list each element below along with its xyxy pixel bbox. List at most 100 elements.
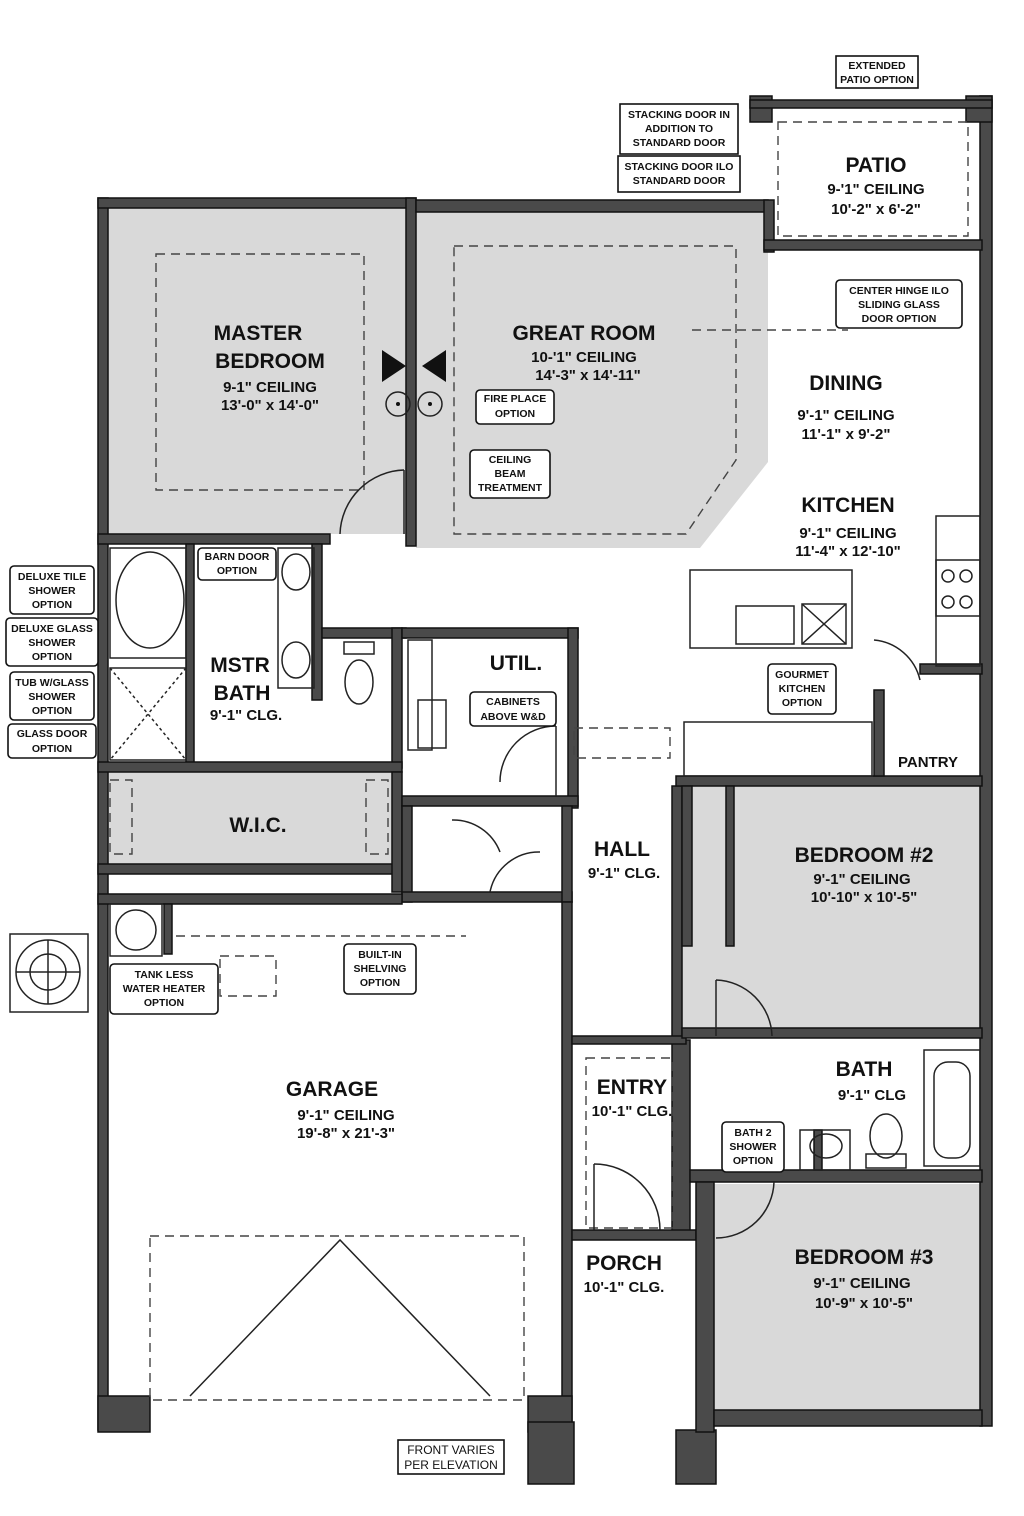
option-glass-door[interactable]: GLASS DOOR OPTION — [7, 723, 97, 759]
great-room-ceiling: 10-'1" CEILING — [531, 349, 637, 366]
svg-text:DELUXE TILE: DELUXE TILE — [18, 571, 86, 583]
svg-text:SHOWER: SHOWER — [28, 585, 76, 597]
svg-text:SHOWER: SHOWER — [28, 691, 76, 703]
hall-name: HALL — [594, 838, 650, 861]
svg-text:BUILT-IN: BUILT-IN — [358, 949, 402, 961]
great-room-name: GREAT ROOM — [512, 322, 655, 345]
svg-text:GOURMET: GOURMET — [775, 669, 829, 681]
option-tankless[interactable]: TANK LESS WATER HEATER OPTION — [109, 963, 219, 1015]
master-bedroom-ceiling: 9-1" CEILING — [223, 379, 317, 396]
svg-text:TUB W/GLASS: TUB W/GLASS — [15, 677, 89, 689]
option-deluxe-glass[interactable]: DELUXE GLASS SHOWER OPTION — [5, 617, 99, 667]
entry-ceiling: 10'-1" CLG. — [592, 1103, 673, 1120]
svg-text:OPTION: OPTION — [32, 651, 72, 663]
svg-text:PER ELEVATION: PER ELEVATION — [404, 1458, 498, 1472]
svg-text:WATER HEATER: WATER HEATER — [123, 983, 206, 995]
garage-ceiling: 9'-1" CEILING — [297, 1107, 394, 1124]
svg-text:SHOWER: SHOWER — [729, 1141, 777, 1153]
svg-text:ADDITION TO: ADDITION TO — [645, 123, 713, 135]
svg-text:STACKING DOOR ILO: STACKING DOOR ILO — [625, 161, 734, 173]
master-shower — [109, 667, 187, 761]
svg-text:KITCHEN: KITCHEN — [779, 683, 826, 695]
patio-size: 10'-2" x 6'-2" — [831, 201, 921, 218]
svg-text:CENTER HINGE ILO: CENTER HINGE ILO — [849, 285, 949, 297]
svg-text:GLASS DOOR: GLASS DOOR — [17, 728, 88, 740]
master-tub — [109, 547, 187, 659]
kitchen-counter-bottom — [683, 721, 873, 777]
bath-ceiling: 9'-1" CLG — [838, 1087, 906, 1104]
dashed-ceiling-lines — [109, 121, 969, 1401]
bedroom3-ceiling: 9'-1" CEILING — [813, 1275, 910, 1292]
bedroom2-size: 10'-10" x 10'-5" — [811, 889, 917, 906]
svg-text:OPTION: OPTION — [733, 1155, 773, 1167]
option-gourmet-kitchen[interactable]: GOURMET KITCHEN OPTION — [767, 663, 837, 715]
bedroom3-name: BEDROOM #3 — [795, 1246, 934, 1269]
mstr-bath-name-2: BATH — [214, 682, 271, 705]
bedroom3-size: 10'-9" x 10'-5" — [815, 1295, 913, 1312]
shaded-room-fills — [108, 108, 982, 1410]
option-fire-place[interactable]: FIRE PLACE OPTION — [475, 389, 555, 425]
option-bath2-shower[interactable]: BATH 2 SHOWER OPTION — [721, 1121, 785, 1173]
kitchen-name: KITCHEN — [801, 494, 894, 517]
water-heater — [109, 903, 163, 957]
bath-toilet — [869, 1113, 903, 1159]
svg-text:OPTION: OPTION — [495, 408, 535, 420]
dining-size: 11'-1" x 9'-2" — [802, 426, 891, 443]
kitchen-island — [689, 569, 853, 649]
walls — [97, 95, 993, 1485]
front-varies-note: FRONT VARIES PER ELEVATION — [397, 1439, 505, 1475]
master-bedroom-size: 13'-0" x 14'-0" — [221, 397, 319, 414]
patio-ceiling: 9-'1" CEILING — [827, 181, 924, 198]
svg-text:TREATMENT: TREATMENT — [478, 482, 543, 494]
cooktop — [935, 559, 981, 617]
option-center-hinge[interactable]: CENTER HINGE ILO SLIDING GLASS DOOR OPTI… — [835, 279, 963, 329]
svg-text:EXTENDED: EXTENDED — [848, 60, 906, 72]
option-stacking-in-addition[interactable]: STACKING DOOR IN ADDITION TO STANDARD DO… — [619, 103, 739, 155]
svg-text:SHOWER: SHOWER — [28, 637, 76, 649]
svg-text:OPTION: OPTION — [144, 997, 184, 1009]
svg-text:FRONT VARIES: FRONT VARIES — [407, 1443, 495, 1457]
great-room-size: 14'-3" x 14'-11" — [535, 367, 641, 384]
patio-floor — [770, 108, 982, 250]
svg-text:BATH 2: BATH 2 — [734, 1127, 771, 1139]
master-vanity — [277, 547, 315, 689]
option-extended-patio[interactable]: EXTENDED PATIO OPTION — [835, 55, 919, 89]
svg-text:OPTION: OPTION — [217, 565, 257, 577]
bedroom2-name: BEDROOM #2 — [795, 844, 934, 867]
garage-name: GARAGE — [286, 1078, 378, 1101]
room-labels: MASTER BEDROOM 9-1" CEILING 13'-0" x 14'… — [210, 154, 958, 1312]
master-bedroom-name-2: BEDROOM — [215, 350, 325, 373]
option-built-in[interactable]: BUILT-IN SHELVING OPTION — [343, 943, 417, 995]
svg-text:SHELVING: SHELVING — [354, 963, 407, 975]
svg-text:STANDARD DOOR: STANDARD DOOR — [633, 175, 726, 187]
washer-dryer — [407, 639, 433, 751]
hall-ceiling: 9'-1" CLG. — [588, 865, 660, 882]
kitchen-ceiling: 9'-1" CEILING — [799, 525, 896, 542]
bath-name: BATH — [836, 1058, 893, 1081]
kitchen-counter-right — [935, 515, 981, 667]
option-barn-door[interactable]: BARN DOOR OPTION — [197, 547, 277, 581]
svg-text:BEAM: BEAM — [495, 468, 526, 480]
util-name: UTIL. — [490, 652, 543, 675]
master-bedroom-fill — [108, 204, 408, 534]
option-stacking-ilo[interactable]: STACKING DOOR ILO STANDARD DOOR — [617, 155, 741, 193]
kitchen-size: 11'-4" x 12'-10" — [795, 543, 901, 560]
svg-text:CEILING: CEILING — [489, 454, 532, 466]
svg-text:OPTION: OPTION — [32, 743, 72, 755]
wic-name: W.I.C. — [229, 814, 286, 837]
svg-text:ABOVE W&D: ABOVE W&D — [480, 711, 546, 723]
option-deluxe-tile[interactable]: DELUXE TILE SHOWER OPTION — [9, 565, 95, 615]
bath-vanity — [799, 1129, 851, 1171]
option-cabinets[interactable]: CABINETS ABOVE W&D — [469, 691, 557, 727]
fireplace — [382, 350, 406, 382]
option-tub-wglass[interactable]: TUB W/GLASS SHOWER OPTION — [9, 671, 95, 721]
ac-unit — [9, 933, 89, 1013]
option-ceiling-beam[interactable]: CEILING BEAM TREATMENT — [469, 449, 551, 499]
svg-text:TANK LESS: TANK LESS — [135, 969, 194, 981]
svg-text:DOOR OPTION: DOOR OPTION — [862, 313, 937, 325]
pantry-name: PANTRY — [898, 754, 958, 771]
svg-text:OPTION: OPTION — [782, 697, 822, 709]
svg-text:DELUXE GLASS: DELUXE GLASS — [11, 623, 93, 635]
svg-text:STACKING DOOR IN: STACKING DOOR IN — [628, 109, 730, 121]
